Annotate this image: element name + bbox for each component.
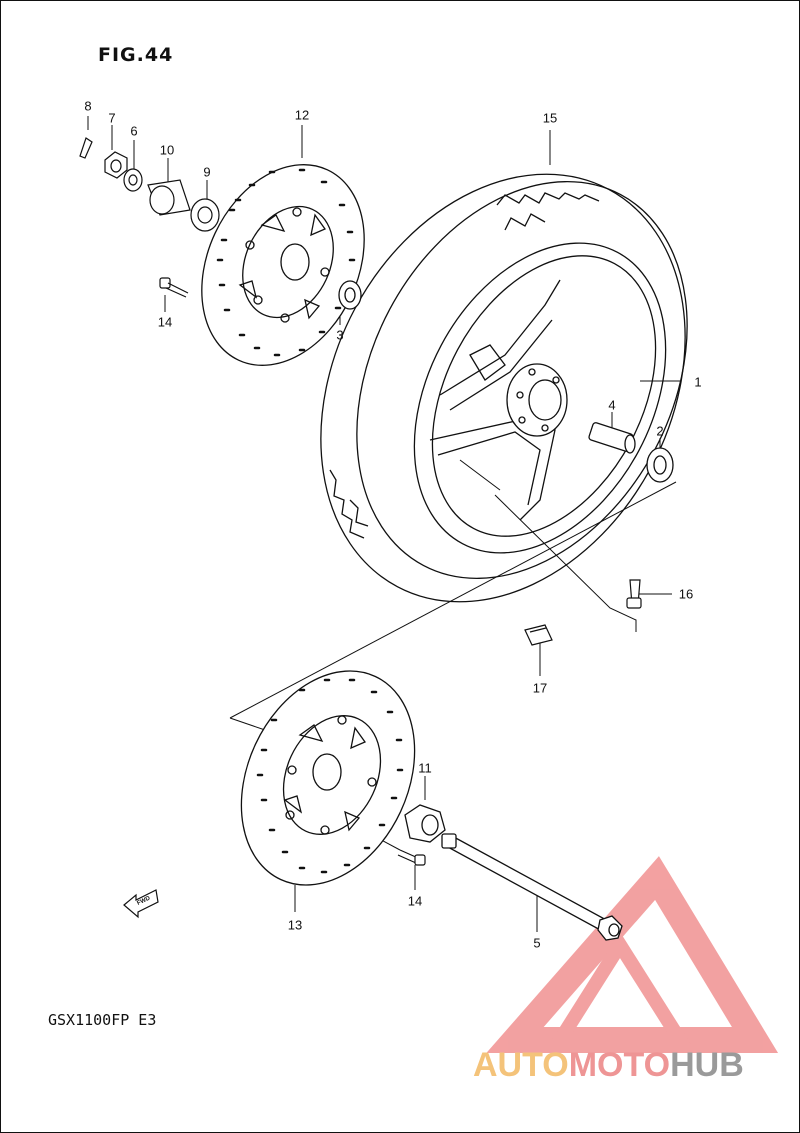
callout-2: 2 bbox=[656, 423, 664, 439]
brake-disc-right bbox=[240, 670, 416, 886]
callout-12: 12 bbox=[294, 107, 310, 123]
callout-10: 10 bbox=[159, 142, 175, 158]
small-parts bbox=[79, 137, 220, 232]
bolt-14-top bbox=[159, 277, 189, 298]
callout-14-top: 14 bbox=[157, 314, 173, 330]
callout-8: 8 bbox=[84, 98, 92, 114]
callout-6: 6 bbox=[130, 123, 138, 139]
callout-13: 13 bbox=[287, 917, 303, 933]
callout-11: 11 bbox=[418, 760, 432, 776]
bearing-right bbox=[588, 422, 674, 483]
callout-16: 16 bbox=[678, 586, 694, 602]
callout-3: 3 bbox=[336, 327, 344, 343]
bearing-left bbox=[338, 280, 362, 310]
fwd-arrow-icon: FWD bbox=[123, 889, 159, 919]
model-code: GSX1100FP E3 bbox=[48, 1011, 157, 1029]
watermark-part-auto: AUTO bbox=[473, 1046, 569, 1084]
callout-7: 7 bbox=[108, 110, 116, 126]
figure-title: FIG.44 bbox=[98, 44, 174, 66]
watermark-part-hub: HUB bbox=[670, 1046, 744, 1084]
brake-disc-left bbox=[201, 164, 365, 366]
callout-5: 5 bbox=[533, 935, 541, 951]
callout-1: 1 bbox=[694, 374, 702, 390]
watermark-part-moto: MOTO bbox=[568, 1046, 671, 1084]
callout-9: 9 bbox=[203, 164, 211, 180]
bolt-14-bottom bbox=[397, 849, 426, 866]
watermark-logo bbox=[486, 856, 779, 1053]
front-wheel bbox=[320, 173, 688, 603]
callout-15: 15 bbox=[542, 110, 558, 126]
balancer-weight bbox=[524, 624, 553, 646]
fwd-label: FWD bbox=[136, 895, 152, 906]
callout-14-bottom: 14 bbox=[407, 893, 423, 909]
air-valve bbox=[626, 579, 642, 609]
callout-17: 17 bbox=[532, 680, 548, 696]
axle bbox=[441, 833, 623, 941]
speedometer-gearbox bbox=[404, 804, 446, 843]
callout-4: 4 bbox=[608, 397, 616, 413]
watermark-text: AUTOMOTOHUB bbox=[473, 1046, 744, 1085]
